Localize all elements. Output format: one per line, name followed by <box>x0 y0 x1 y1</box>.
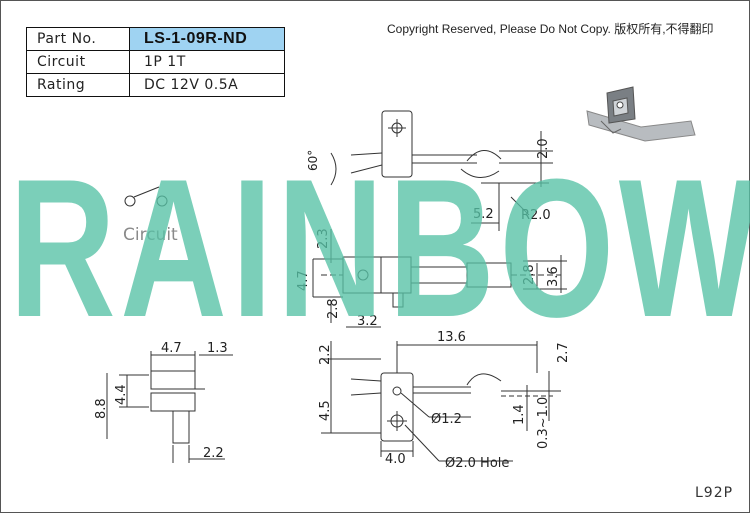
dimension-label: 5.2 <box>473 207 494 222</box>
part-number-value: LS-1-09R-ND <box>129 27 285 51</box>
dimension-label: 2.2 <box>203 446 224 461</box>
dimension-label: 1.3 <box>207 341 228 356</box>
hole-diameter-label: Ø2.0 Hole <box>445 456 509 471</box>
product-photo <box>586 86 696 142</box>
dimension-label: 4.0 <box>385 452 406 467</box>
spec-row-circuit: Circuit 1P 1T <box>26 50 285 74</box>
dimension-label: 4.7 <box>161 341 182 356</box>
dimension-label: 2.7 <box>556 342 571 363</box>
dimension-labels: 60° 2.0 5.2 R2.0 2.3 4.7 2.8 3.2 2.8 3.6… <box>94 138 571 471</box>
dimension-label: 0.3~1.0 <box>536 397 551 449</box>
dimension-label: 2.0 <box>536 138 551 159</box>
dimension-label: 4.5 <box>318 400 333 421</box>
drawing-code: L92P <box>695 485 734 501</box>
left-view <box>106 351 233 463</box>
circuit-symbol <box>124 186 168 207</box>
circuit-label: Circuit <box>123 225 178 245</box>
spec-row-rating: Rating DC 12V 0.5A <box>26 73 285 97</box>
dimension-label: 2.2 <box>318 344 333 365</box>
middle-view <box>312 229 567 328</box>
dimension-label: 1.4 <box>512 404 527 425</box>
spec-row-part-no: Part No. LS-1-09R-ND <box>26 27 285 51</box>
front-view <box>321 341 561 462</box>
watermark-logo: RAINBOW <box>9 138 750 358</box>
dimension-label: 2.8 <box>522 264 537 285</box>
spec-label: Circuit <box>26 50 130 74</box>
dimension-label: 8.8 <box>94 398 109 419</box>
dimension-label: 3.6 <box>546 266 561 287</box>
top-view <box>330 110 553 231</box>
circuit-value: 1P 1T <box>129 50 285 74</box>
dimension-angle: 60° <box>306 150 320 171</box>
dimension-label: 2.3 <box>316 228 331 249</box>
dimension-label: 4.7 <box>296 270 311 291</box>
rating-value: DC 12V 0.5A <box>129 73 285 97</box>
spec-table: Part No. LS-1-09R-ND Circuit 1P 1T Ratin… <box>26 27 285 97</box>
copyright-notice: Copyright Reserved, Please Do Not Copy. … <box>387 22 714 36</box>
dimension-label: 13.6 <box>437 330 466 345</box>
dimension-label: 4.4 <box>114 384 129 405</box>
dimension-label: 3.2 <box>357 314 378 329</box>
pin-diameter-label: Ø1.2 <box>431 412 462 427</box>
spec-label: Rating <box>26 73 130 97</box>
dimension-radius: R2.0 <box>521 208 551 223</box>
dimension-label: 2.8 <box>326 298 341 319</box>
spec-label: Part No. <box>26 27 130 51</box>
